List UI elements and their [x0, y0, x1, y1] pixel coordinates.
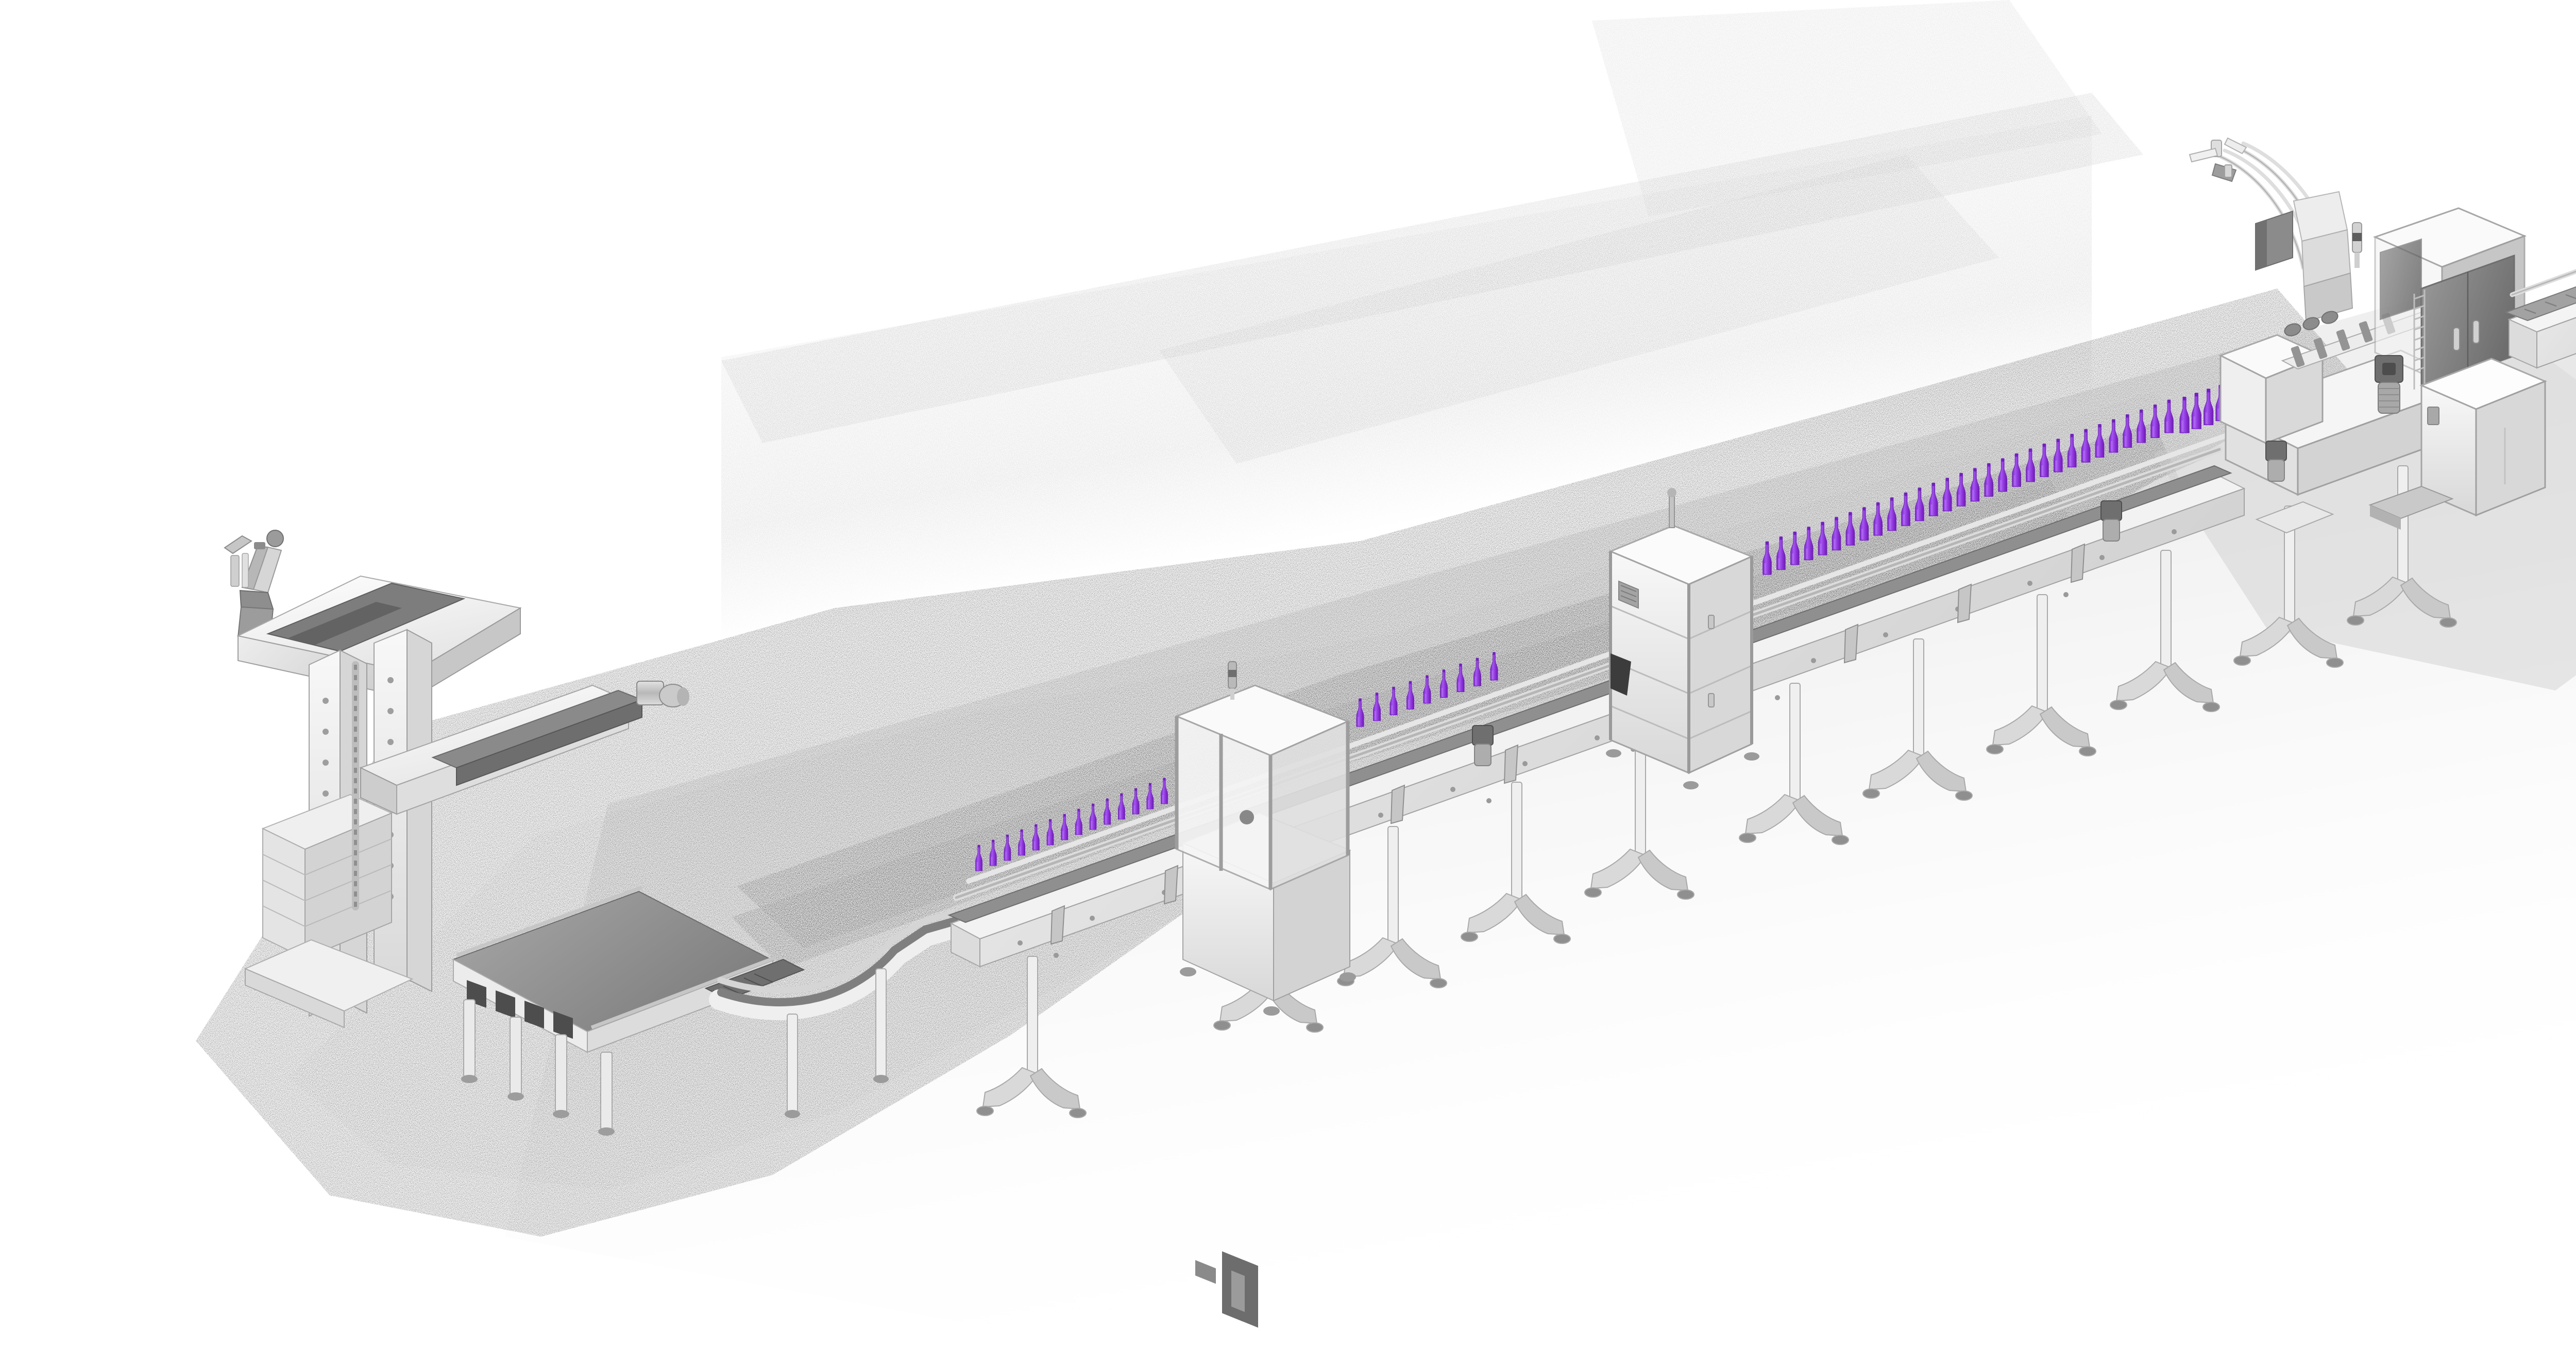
bottle: [1984, 463, 1994, 497]
bottle: [1790, 531, 1800, 565]
tripod-leg: [1584, 737, 1694, 900]
bottle: [2150, 404, 2160, 439]
bottle: [1490, 652, 1498, 681]
station-outfeed-conveyor[interactable]: [2504, 193, 2576, 369]
bottle: [1762, 541, 1772, 575]
bottle: [1440, 669, 1448, 698]
bottle: [989, 839, 997, 866]
tripod-leg: [1862, 638, 1973, 801]
bottle: [1887, 497, 1896, 531]
table-legs: [463, 999, 613, 1130]
bottle: [1928, 482, 1938, 516]
accumulation-table[interactable]: [452, 885, 777, 1136]
tripod-leg: [1461, 782, 1571, 944]
bottle: [1018, 829, 1026, 856]
bottle: [2095, 424, 2105, 458]
tripod-leg: [2347, 465, 2457, 628]
bottle: [1061, 814, 1069, 840]
tripod-leg: [1986, 594, 2096, 756]
magazine-clamp: [2189, 137, 2247, 182]
bottle: [1818, 521, 1827, 555]
bottle: [1473, 657, 1481, 686]
bottle: [1970, 468, 1980, 502]
bottle: [1373, 693, 1381, 721]
cartoner-stack-light: [2352, 222, 2362, 268]
bottle: [1046, 819, 1054, 846]
bottle: [1146, 783, 1154, 810]
tripod-leg: [1739, 683, 1849, 845]
stack-light: [1228, 661, 1237, 700]
articulated-arm[interactable]: [224, 530, 284, 643]
bottle: [1456, 663, 1465, 692]
filler-mechanism: [1195, 810, 1258, 1328]
station-inspection-cabinet[interactable]: [1606, 488, 1759, 789]
station-filler-cabin[interactable]: [1175, 661, 1356, 1366]
bottle: [1423, 675, 1431, 704]
bottle: [2137, 409, 2146, 443]
vent-grille-icon: [1618, 580, 1639, 609]
gantry-upper-beam: [236, 575, 522, 700]
cartoner-base-plates: [2255, 485, 2454, 534]
carton-blanks: [2293, 191, 2353, 323]
bottle: [1161, 778, 1168, 804]
bottle: [1089, 803, 1097, 830]
bottle: [2191, 393, 2201, 429]
bottle: [2109, 419, 2119, 453]
bottle: [1406, 681, 1414, 710]
line-gearmotors: [1472, 441, 2287, 766]
station-depalletizer[interactable]: [224, 530, 805, 1136]
bottle: [1942, 478, 1952, 512]
bottle: [1117, 793, 1125, 820]
tripod-leg: [976, 956, 1087, 1118]
bottle: [1004, 834, 1011, 861]
bottle: [2179, 397, 2190, 433]
bottle: [2053, 439, 2063, 473]
bottle: [1859, 507, 1869, 541]
station-cartoner[interactable]: [2189, 137, 2547, 534]
bottle: [2026, 448, 2035, 482]
gantry-cross-beam: [359, 681, 689, 815]
bottle: [1915, 487, 1924, 521]
pallet-stack: [244, 794, 414, 1028]
bottle: [2040, 443, 2049, 477]
tripod-leg: [2110, 550, 2220, 712]
bottle: [1075, 808, 1082, 835]
bottle: [2012, 453, 2021, 487]
safety-guard-frame: [2372, 207, 2527, 391]
bottle: [2204, 389, 2214, 426]
bottle: [1389, 686, 1398, 715]
bottle: [1776, 536, 1786, 570]
tripod-leg: [2233, 505, 2344, 668]
bottle: [1104, 798, 1111, 825]
control-cabinet[interactable]: [2419, 358, 2547, 517]
bottle: [1032, 824, 1040, 851]
tripod-leg: [1337, 826, 1447, 988]
station-transfer-curve[interactable]: [709, 910, 967, 1118]
bottle: [1998, 458, 2008, 492]
bottle: [2164, 399, 2174, 433]
bottle: [1901, 492, 1910, 526]
bottle: [1956, 473, 1966, 507]
bottle: [1356, 698, 1364, 727]
bottle: [975, 845, 982, 871]
bottle: [2067, 434, 2077, 467]
cartoner-gearmotor: [2375, 355, 2403, 414]
bottle: [1832, 517, 1841, 551]
bottle: [2081, 429, 2091, 463]
bottle: [2123, 414, 2132, 448]
bottle: [1132, 788, 1140, 815]
bottle: [1845, 512, 1855, 546]
bottle: [1804, 527, 1814, 561]
bottle: [1873, 502, 1883, 536]
